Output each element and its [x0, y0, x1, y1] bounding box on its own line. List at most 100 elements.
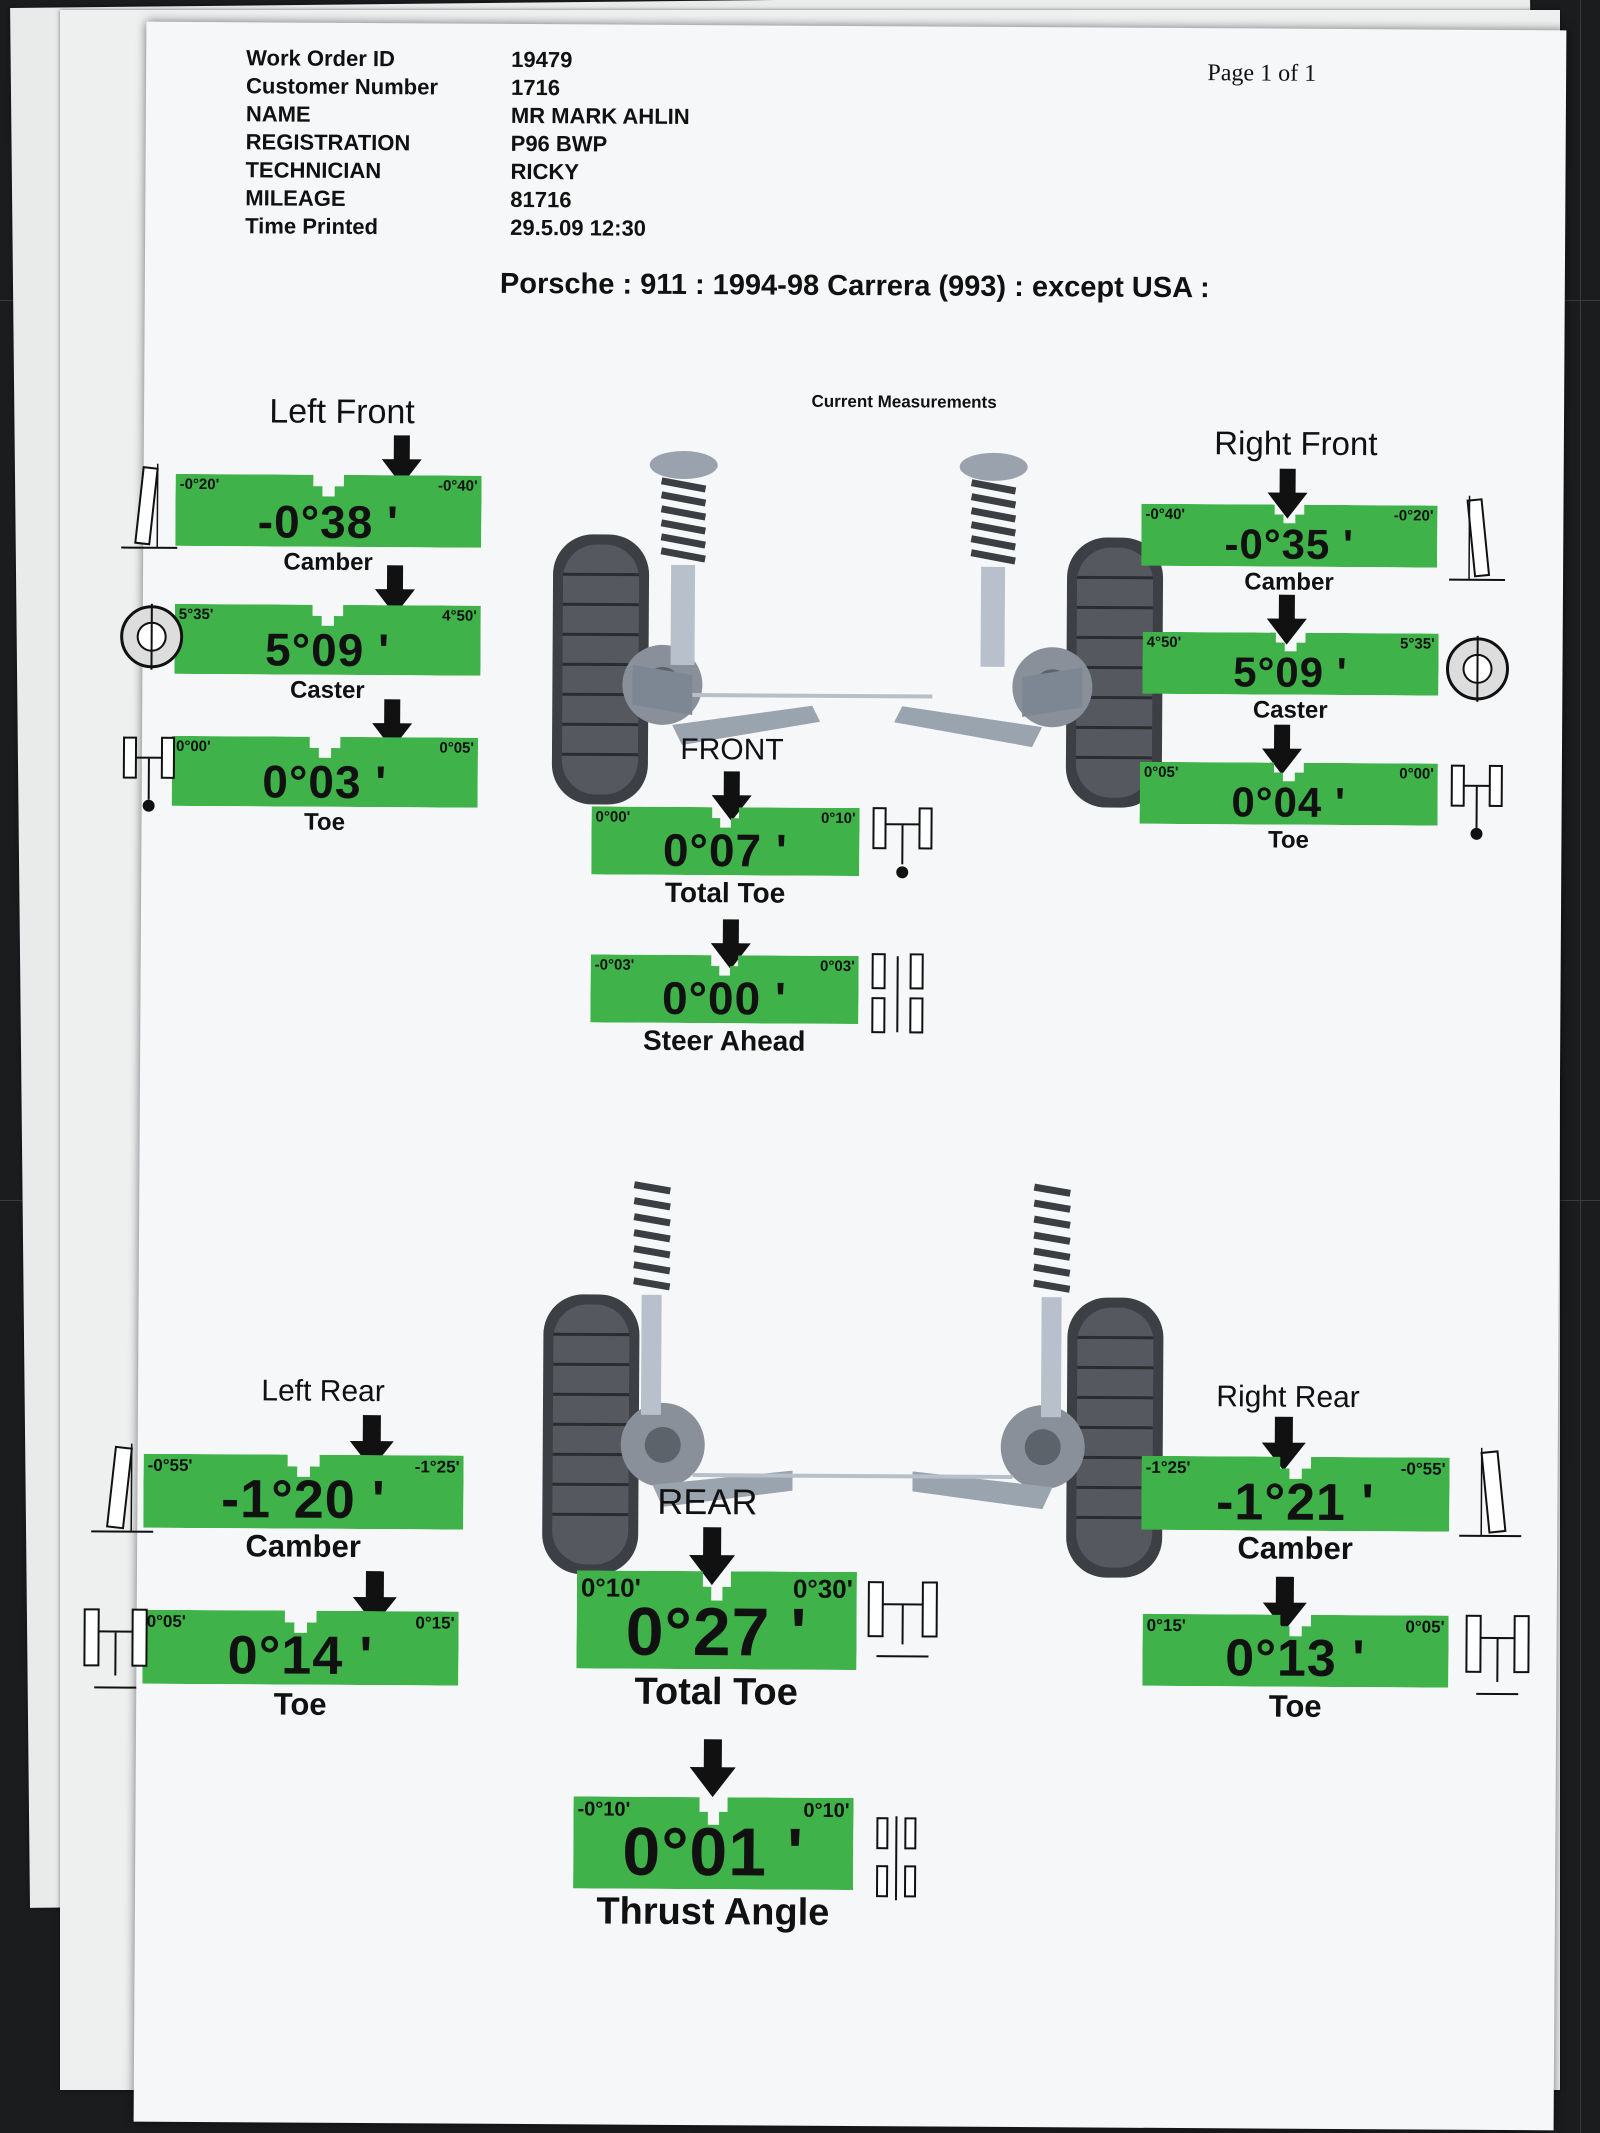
rear-total-toe-label: Total Toe	[634, 1670, 798, 1714]
steer-ahead-label: Steer Ahead	[642, 1024, 806, 1057]
gauge-value: 0°00 '	[661, 971, 788, 1025]
front-total-toe-gauge: 0°00' 0°10' 0°07 '	[591, 806, 859, 877]
right-front-caster-gauge: 4°50' 5°35' 5°09 '	[1142, 632, 1438, 696]
gauge-value: 0°04 '	[1231, 778, 1347, 827]
right-rear-toe-gauge: 0°15' 0°05' 0°13 '	[1142, 1614, 1448, 1688]
left-rear-title: Left Rear	[261, 1374, 385, 1409]
toe-icon	[1450, 764, 1503, 840]
work-order-value: 19479	[511, 46, 573, 73]
time-printed-label: Time Printed	[245, 213, 379, 240]
mat-grid-line	[1580, 0, 1581, 2133]
down-arrow-icon	[1261, 1416, 1306, 1471]
gauge-value: -1°21 '	[1215, 1473, 1375, 1533]
gauge-value: 0°27 '	[625, 1593, 808, 1671]
front-total-toe-label: Total Toe	[664, 876, 786, 909]
right-front-toe-gauge: 0°05' 0°00' 0°04 '	[1140, 762, 1438, 826]
total-toe-icon	[867, 1581, 938, 1658]
time-printed-value: 29.5.09 12:30	[510, 214, 647, 241]
caster-icon	[120, 603, 184, 670]
gauge-value: -0°38 '	[257, 495, 400, 549]
down-arrow-icon	[1267, 468, 1308, 519]
gauge-value: 0°03 '	[262, 755, 388, 809]
down-arrow-icon	[372, 699, 413, 750]
mileage-label: MILEAGE	[245, 185, 346, 211]
camber-icon	[1449, 495, 1506, 581]
front-suspension-illustration	[551, 450, 1164, 808]
page-number: Page 1 of 1	[1207, 60, 1317, 87]
down-arrow-icon	[374, 565, 415, 616]
rear-total-toe-gauge: 0°10' 0°30' 0°27 '	[576, 1570, 857, 1671]
gauge-max: 4°50'	[442, 607, 477, 625]
customer-number-value: 1716	[510, 74, 561, 101]
gauge-value: 0°14 '	[227, 1625, 374, 1687]
right-rear-title: Right Rear	[1216, 1380, 1360, 1415]
steer-ahead-icon	[871, 953, 924, 1034]
gauge-value: 0°07 '	[662, 823, 788, 877]
report-header: Work Order ID 19479 Customer Number 1716 N…	[245, 44, 690, 243]
toe-icon	[83, 1608, 148, 1689]
left-front-caster-gauge: 5°35' 4°50' 5°09 '	[174, 604, 480, 676]
thrust-angle-gauge: -0°10' 0°10' 0°01 '	[573, 1796, 854, 1891]
down-arrow-icon	[1262, 724, 1303, 775]
down-arrow-icon	[352, 1571, 397, 1626]
gauge-max: -0°40'	[437, 477, 478, 495]
gauge-max: 0°05'	[439, 739, 475, 757]
right-front-title: Right Front	[1214, 424, 1378, 463]
down-arrow-icon	[1266, 594, 1307, 645]
gauge-value: 0°01 '	[622, 1813, 805, 1891]
registration-label: REGISTRATION	[245, 129, 411, 156]
rear-section-title: REAR	[657, 1480, 758, 1523]
gauge-value: 5°09 '	[264, 623, 391, 677]
steer-ahead-gauge: -0°03' 0°03' 0°00 '	[590, 954, 858, 1025]
rear-suspension-illustration	[542, 1181, 1164, 1578]
gauge-min: -0°20'	[179, 475, 220, 494]
caster-icon	[1445, 635, 1509, 702]
left-front-toe-gauge: 0°00' 0°05' 0°03 '	[172, 736, 478, 808]
left-rear-camber-gauge: -0°55' -1°25' -1°20 '	[143, 1454, 463, 1530]
current-measurements-title: Current Measurements	[811, 391, 997, 412]
mileage-value: 81716	[510, 186, 572, 213]
right-front-camber-gauge: -0°40' -0°20' -0°35 '	[1141, 504, 1437, 568]
technician-label: TECHNICIAN	[245, 157, 382, 184]
gauge-value: 5°09 '	[1233, 648, 1348, 697]
gauge-value: -0°35 '	[1224, 520, 1355, 569]
down-arrow-icon	[711, 771, 752, 822]
down-arrow-icon	[349, 1415, 394, 1470]
thrust-angle-icon	[875, 1816, 917, 1901]
camber-icon	[121, 463, 178, 549]
toe-icon	[122, 736, 176, 812]
thrust-angle-label: Thrust Angle	[596, 1890, 830, 1934]
down-arrow-icon	[710, 919, 751, 970]
right-rear-toe-label: Toe	[1268, 1688, 1322, 1724]
front-section-title: FRONT	[680, 732, 784, 767]
gauge-min: 0°00'	[175, 737, 211, 756]
left-front-title: Left Front	[269, 392, 415, 432]
left-front-caster-label: Caster	[289, 676, 365, 705]
left-rear-toe-gauge: 0°05' 0°15' 0°14 '	[142, 1610, 458, 1686]
name-label: NAME	[245, 101, 311, 127]
alignment-report-sheet: Work Order ID 19479 Customer Number 1716 N…	[83, 21, 1567, 2131]
camber-icon	[91, 1443, 154, 1533]
work-order-label: Work Order ID	[246, 45, 396, 72]
left-front-camber-gauge: -0°20' -0°40' -0°38 '	[175, 474, 481, 548]
left-rear-camber-label: Camber	[245, 1528, 361, 1565]
technician-value: RICKY	[510, 158, 580, 185]
registration-value: P96 BWP	[510, 130, 608, 157]
right-front-toe-label: Toe	[1267, 826, 1309, 854]
total-toe-icon	[872, 807, 933, 879]
left-front-camber-label: Camber	[283, 548, 373, 577]
vehicle-title: Porsche : 911 : 1994-98 Carrera (993) : …	[499, 267, 1210, 305]
toe-icon	[1465, 1614, 1530, 1696]
down-arrow-icon	[381, 435, 422, 486]
down-arrow-icon	[1262, 1576, 1307, 1631]
right-front-camber-label: Camber	[1244, 568, 1334, 596]
left-front-toe-label: Toe	[304, 808, 346, 836]
customer-number-label: Customer Number	[245, 73, 439, 100]
left-rear-toe-label: Toe	[273, 1686, 327, 1722]
right-front-caster-label: Caster	[1252, 696, 1328, 724]
down-arrow-icon	[689, 1739, 736, 1798]
gauge-value: -1°20 '	[220, 1469, 386, 1531]
down-arrow-icon	[689, 1527, 736, 1586]
gauge-value: 0°13 '	[1225, 1629, 1366, 1689]
right-rear-camber-label: Camber	[1237, 1530, 1353, 1567]
